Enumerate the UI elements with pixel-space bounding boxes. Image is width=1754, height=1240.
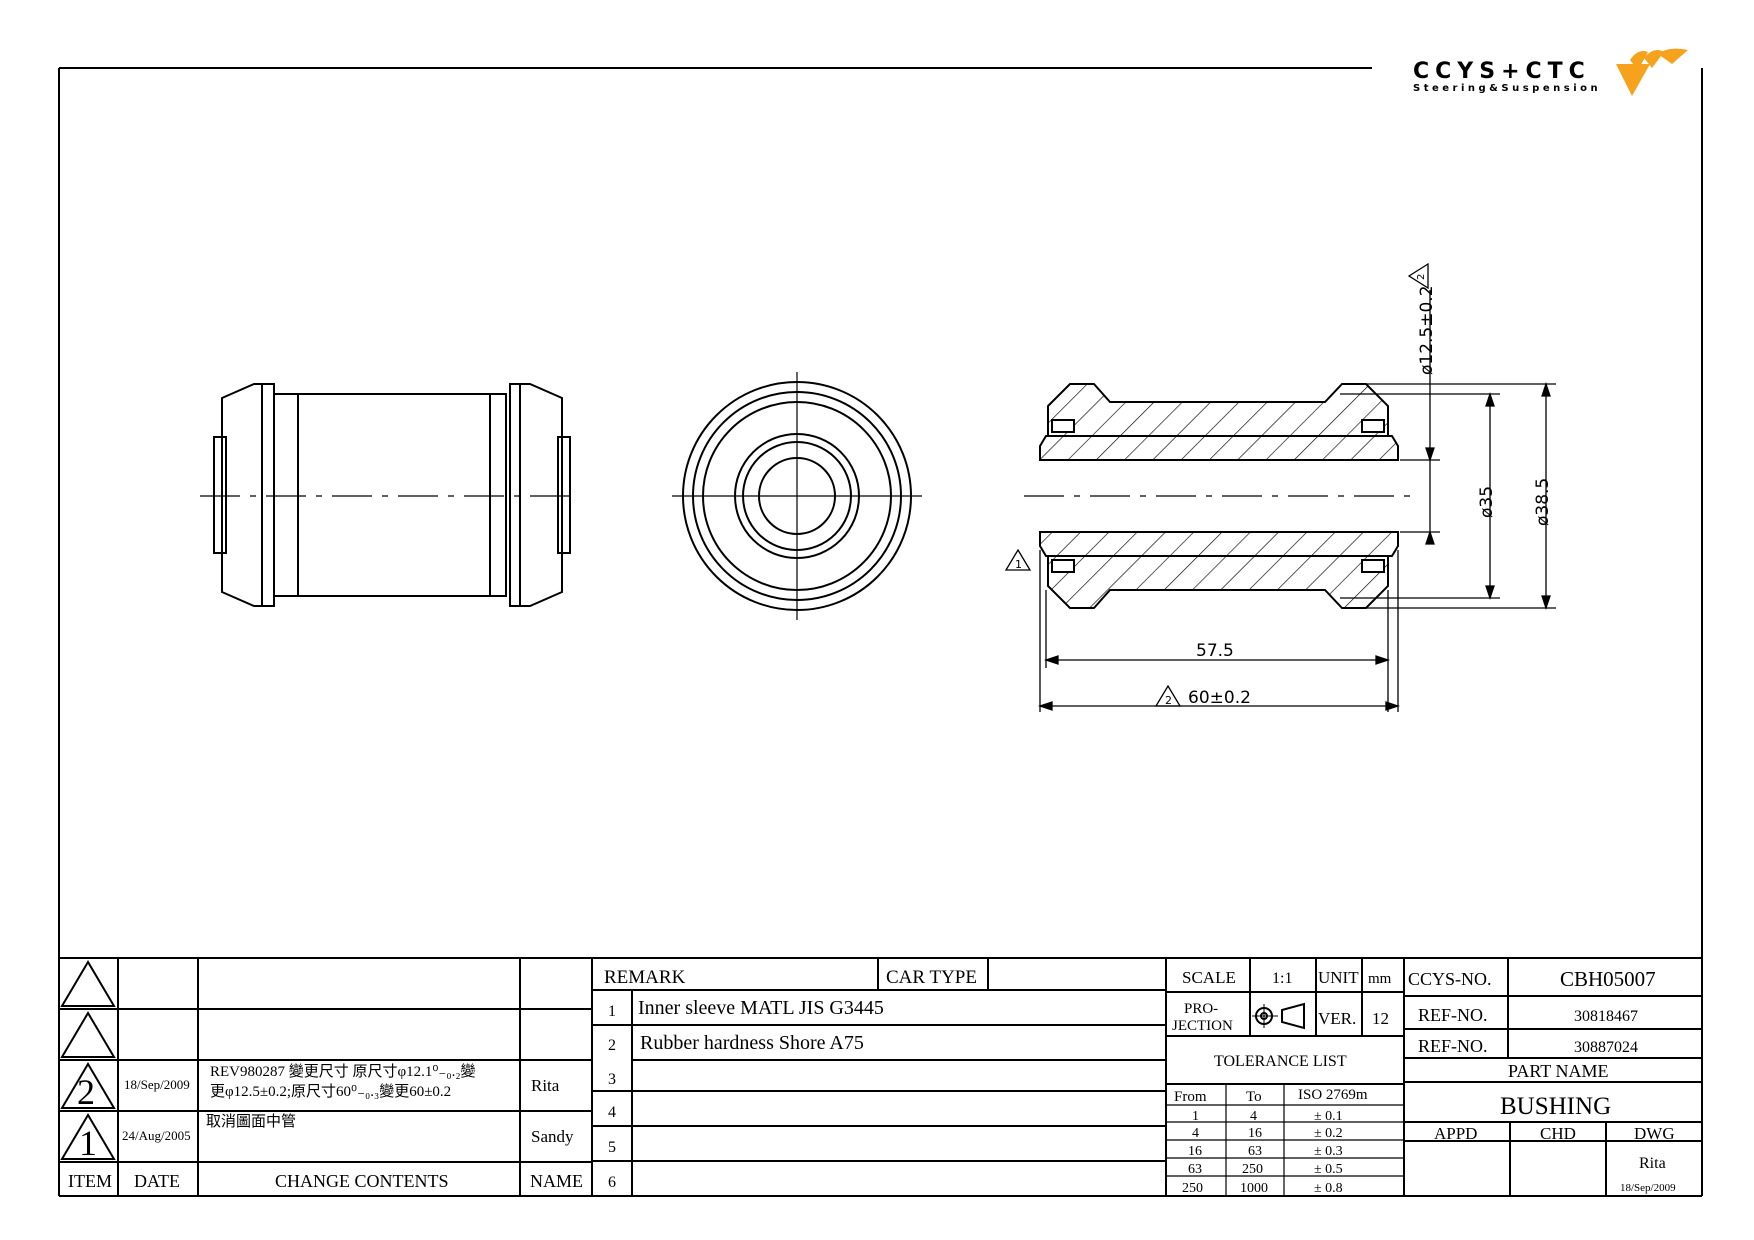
svg-text:± 0.2: ± 0.2 [1314,1126,1343,1141]
svg-text:2: 2 [1416,274,1427,280]
company-logo: CCYS+CTC Steering&Suspension [1413,48,1688,96]
remark-text: Rubber hardness Shore A75 [640,1032,864,1054]
svg-text:16: 16 [1188,1144,1202,1159]
part-name-value: BUSHING [1500,1093,1611,1120]
tol-header-to: To [1246,1089,1262,1105]
header-date: DATE [134,1171,180,1191]
dimension-labels: ø12.5±0.2 2 ø35 ø38.5 57.5 2 60±0.2 1 [1004,262,1553,708]
revision-date: 24/Aug/2005 [122,1128,191,1143]
header-contents: CHANGE CONTENTS [275,1171,449,1191]
tolerance-title: TOLERANCE LIST [1214,1053,1347,1070]
outer-diameter-label: ø38.5 [1533,478,1553,526]
title-block [59,957,1702,1196]
appd-label: APPD [1434,1124,1477,1143]
remark-table: REMARK CAR TYPE 1 Inner sleeve MATL JIS … [604,967,977,1191]
svg-text:± 0.1: ± 0.1 [1314,1109,1343,1124]
inner-diameter-label: ø12.5±0.2 [1417,285,1437,375]
car-type-header: CAR TYPE [886,967,977,988]
svg-text:± 0.5: ± 0.5 [1314,1162,1343,1177]
total-length-label: 60±0.2 [1188,688,1251,708]
remark-number: 4 [608,1104,616,1121]
svg-text:250: 250 [1242,1162,1263,1177]
revision-contents: 取消圖面中管 [206,1113,296,1130]
ref1-label: REF-NO. [1418,1005,1488,1025]
remark-number: 6 [608,1174,616,1191]
revision-name: Rita [531,1076,560,1095]
tol-header-from: From [1174,1089,1207,1105]
ccys-value: CBH05007 [1560,967,1656,991]
svg-text:4: 4 [1192,1126,1199,1141]
end-view [672,372,922,620]
svg-text:1: 1 [1015,558,1022,571]
inner-sleeve-lower [1039,531,1399,557]
svg-text:250: 250 [1182,1181,1203,1196]
svg-text:± 0.3: ± 0.3 [1314,1144,1343,1159]
revision-table: 2 1 18/Sep/2009 24/Aug/2005 REV980287 變更… [68,1063,583,1191]
inner-sleeve-upper [1039,435,1399,461]
revision-triangle-icon [1407,262,1429,290]
part-block: CCYS-NO. CBH05007 REF-NO. 30818467 REF-N… [1408,967,1676,1194]
rubber-section-upper [1047,383,1389,437]
ver-value: 12 [1372,1009,1389,1028]
ref2-value: 30887024 [1574,1039,1638,1056]
svg-text:2: 2 [1165,694,1172,707]
side-view [200,383,580,607]
inner-length-label: 57.5 [1196,641,1234,661]
logo-wing-icon [1630,48,1688,70]
svg-text:1: 1 [1192,1109,1199,1124]
revision-item: 1 [79,1123,97,1163]
tol-header-iso: ISO 2769m [1298,1087,1368,1103]
scale-label: SCALE [1182,968,1236,987]
remark-number: 3 [608,1071,616,1088]
remark-number: 2 [608,1037,616,1054]
ver-label: VER. [1318,1009,1356,1028]
revision-triangle-icon [1154,684,1182,707]
header-item: ITEM [68,1171,112,1191]
unit-label: UNIT [1318,968,1359,987]
svg-text:16: 16 [1248,1126,1262,1141]
spec-block: SCALE 1:1 UNIT mm PRO- JECTION VER. 12 T… [1172,968,1392,1196]
remark-number: 5 [608,1139,616,1156]
revision-item: 2 [77,1072,95,1112]
revision-triangle-icon [1004,548,1032,571]
mid-diameter-label: ø35 [1477,486,1497,518]
svg-text:1000: 1000 [1240,1181,1268,1196]
svg-text:63: 63 [1188,1162,1202,1177]
section-view [1024,383,1414,609]
unit-value: mm [1368,971,1392,987]
dwg-date: 18/Sep/2009 [1620,1182,1676,1194]
projection-label: PRO- [1184,1001,1218,1017]
scale-value: 1:1 [1272,970,1292,987]
svg-text:± 0.8: ± 0.8 [1314,1181,1343,1196]
dimension-lines [1037,290,1556,712]
remark-header: REMARK [604,967,686,988]
revision-contents: 更φ12.5±0.2;原尺寸60⁰₋₀.₃變更60±0.2 [210,1083,451,1100]
remark-number: 1 [608,1003,616,1020]
svg-text:4: 4 [1250,1109,1257,1124]
header-name: NAME [530,1171,583,1191]
ref2-label: REF-NO. [1418,1036,1488,1056]
projection-label: JECTION [1172,1018,1233,1034]
chd-label: CHD [1540,1124,1576,1143]
svg-text:63: 63 [1248,1144,1262,1159]
drawing-border [58,67,1703,1197]
rubber-section-lower [1047,555,1389,609]
dwg-value: Rita [1639,1155,1666,1172]
revision-contents: REV980287 變更尺寸 原尺寸φ12.1⁰₋₀.₂變 [210,1063,476,1080]
ref1-value: 30818467 [1574,1008,1638,1025]
revision-date: 18/Sep/2009 [124,1077,190,1092]
part-name-label: PART NAME [1508,1061,1608,1081]
logo-triangle-icon [1616,64,1650,96]
dwg-label: DWG [1634,1124,1675,1143]
logo-brand: CCYS+CTC [1413,59,1591,84]
logo-tagline: Steering&Suspension [1413,83,1601,94]
remark-text: Inner sleeve MATL JIS G3445 [638,997,884,1019]
ccys-label: CCYS-NO. [1408,969,1492,989]
revision-name: Sandy [531,1127,574,1146]
